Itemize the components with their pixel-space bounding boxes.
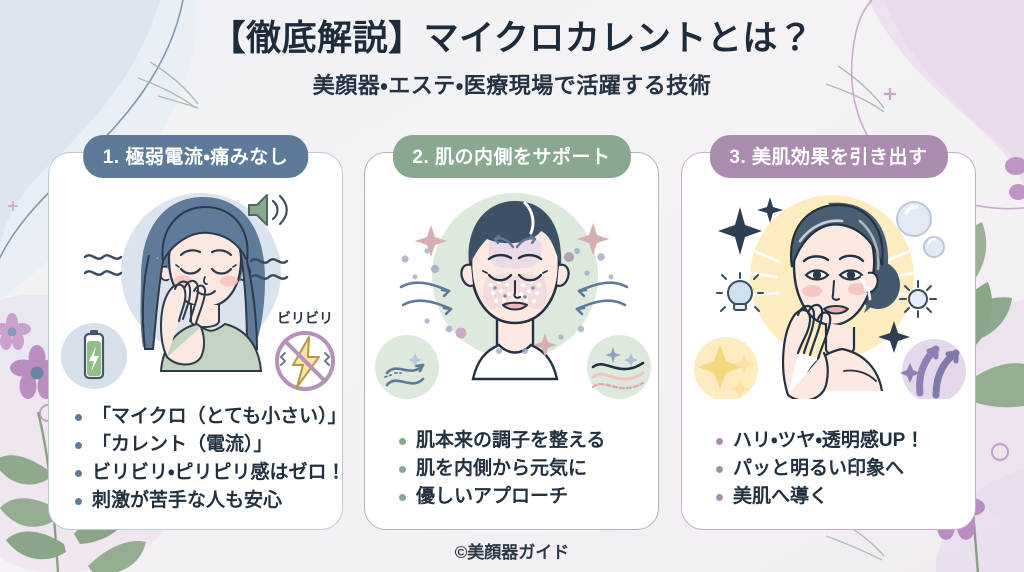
card-beautiful-skin-effect: 3. 美肌効果を引き出す [681,135,976,530]
list-item: 「カレント（電流）」 [75,431,330,459]
up-arrows-icon [900,339,966,399]
card-3-bullet-list: ハリ・ツヤ・透明感UP！ パッと明るい印象へ 美肌へ導く [682,427,975,511]
bubble-icon [896,201,945,258]
card-3-title-pill: 3. 美肌効果を引き出す [709,135,948,178]
card-extremely-weak-current: 1. 極弱電流・痛みなし [48,135,347,530]
list-item: ハリ・ツヤ・透明感UP！ [716,427,963,455]
battery-icon [61,323,127,389]
sun-icon [899,280,937,318]
list-item: 肌を内側から元気に [399,455,646,483]
card-3-illustration [694,195,966,399]
petal-cluster-right [1005,157,1024,200]
card-1-illustration: ビリビリ [61,193,335,391]
no-zap-icon [275,331,335,391]
page-title: 【徹底解説】マイクロカレントとは？ [210,19,814,58]
list-item: 「マイクロ（とても小さい）」 [75,403,347,431]
footer-credit: ©美顔器ガイド [454,543,570,562]
sparkle-icon [694,337,758,399]
card-1-bullet-list: 「マイクロ（とても小さい）」 「カレント（電流）」 ビリビリ・ピリピリ感はゼロ！… [49,403,347,515]
flower-left-small [0,313,31,350]
card-2-bullet-list: 肌本来の調子を整える 肌を内側から元気に 優しいアプローチ [365,427,658,511]
header: 【徹底解説】マイクロカレントとは？ 美顔器・エステ・医療現場で活躍する技術 [0,18,1024,100]
bulb-icon [716,272,764,312]
list-item: パッと明るい印象へ [716,455,963,483]
flow-arrow-icon [375,335,439,399]
skin-layers-icon [587,335,651,399]
card-1-title-pill: 1. 極弱電流・痛みなし [82,135,309,178]
speaker-icon [248,194,288,226]
page-subtitle: 美顔器・エステ・医療現場で活躍する技術 [312,73,712,99]
card-inner-skin-support: 2. 肌の内側をサポート [364,135,659,530]
list-item: 優しいアプローチ [399,483,646,511]
card-2-illustration [375,193,651,399]
list-item: 肌本来の調子を整える [399,427,646,455]
list-item: 美肌へ導く [716,483,963,511]
biribiri-caption: ビリビリ [277,310,333,326]
list-item: 刺激が苦手な人も安心 [75,487,330,515]
card-2-title-pill: 2. 肌の内側をサポート [392,135,631,178]
list-item: ビリビリ・ピリピリ感はゼロ！ [75,459,345,487]
